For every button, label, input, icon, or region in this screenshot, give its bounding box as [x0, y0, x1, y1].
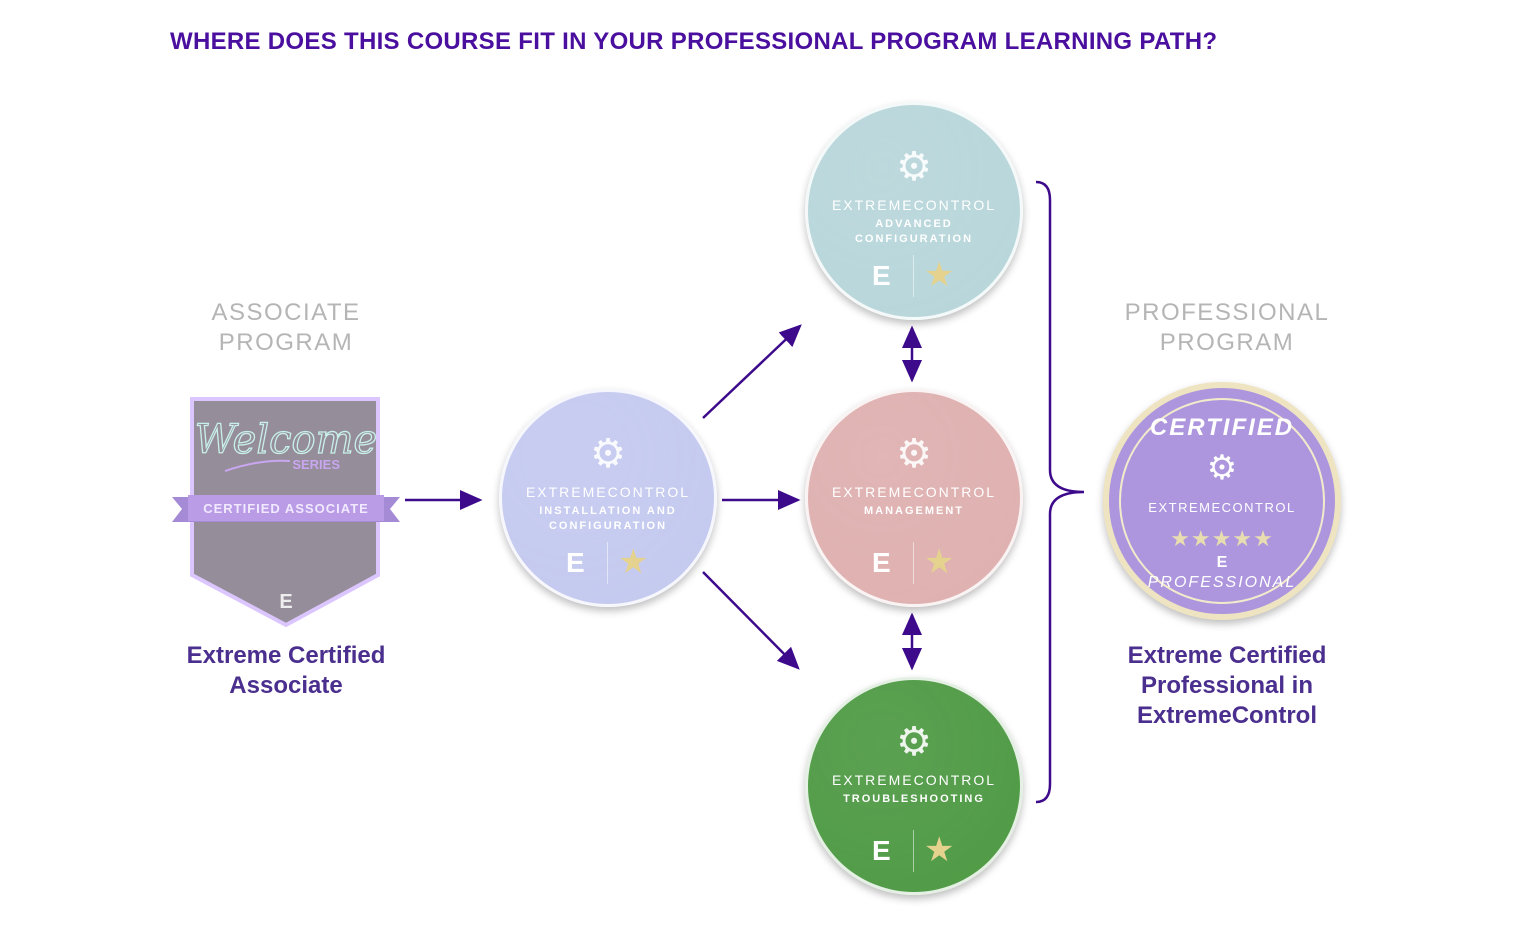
extreme-logo-icon: E [872, 835, 891, 866]
divider [913, 255, 914, 297]
extreme-logo-icon: E [1216, 554, 1228, 571]
star-icon: ★ [924, 543, 955, 581]
gear-icon: ⚙ [896, 432, 932, 476]
brace [1035, 180, 1085, 804]
gear-icon: ⚙ [896, 145, 932, 189]
extreme-logo-icon: E [872, 547, 891, 578]
arrow-install-to-advanced [702, 324, 802, 419]
svg-text:CERTIFIED ASSOCIATE: CERTIFIED ASSOCIATE [203, 501, 369, 516]
divider [913, 542, 914, 584]
arrow-install-to-troubleshooting [702, 571, 800, 670]
associate-badge: Welcome SERIES CERTIFIED ASSOCIATE E [172, 397, 400, 628]
professional-badge: CERTIFIED ⚙ EXTREMECONTROL ★★★★★ E PROFE… [1103, 382, 1341, 620]
divider [913, 830, 914, 872]
star-icon: ★ [924, 256, 955, 294]
divider [607, 542, 608, 584]
extreme-logo-icon: E [279, 591, 292, 613]
extreme-logo-icon: E [566, 547, 585, 578]
svg-text:SERIES: SERIES [292, 457, 340, 472]
gear-icon: ⚙ [896, 720, 932, 764]
svg-text:Welcome: Welcome [195, 417, 377, 463]
page-title: WHERE DOES THIS COURSE FIT IN YOUR PROFE… [170, 28, 1218, 55]
gear-icon: ⚙ [1206, 449, 1238, 487]
gear-icon: ⚙ [590, 432, 626, 476]
star-icon: ★ [924, 831, 955, 869]
star-icon: ★ [618, 543, 649, 581]
stars-rating: ★★★★★ [1170, 526, 1274, 551]
extreme-logo-icon: E [872, 260, 891, 291]
